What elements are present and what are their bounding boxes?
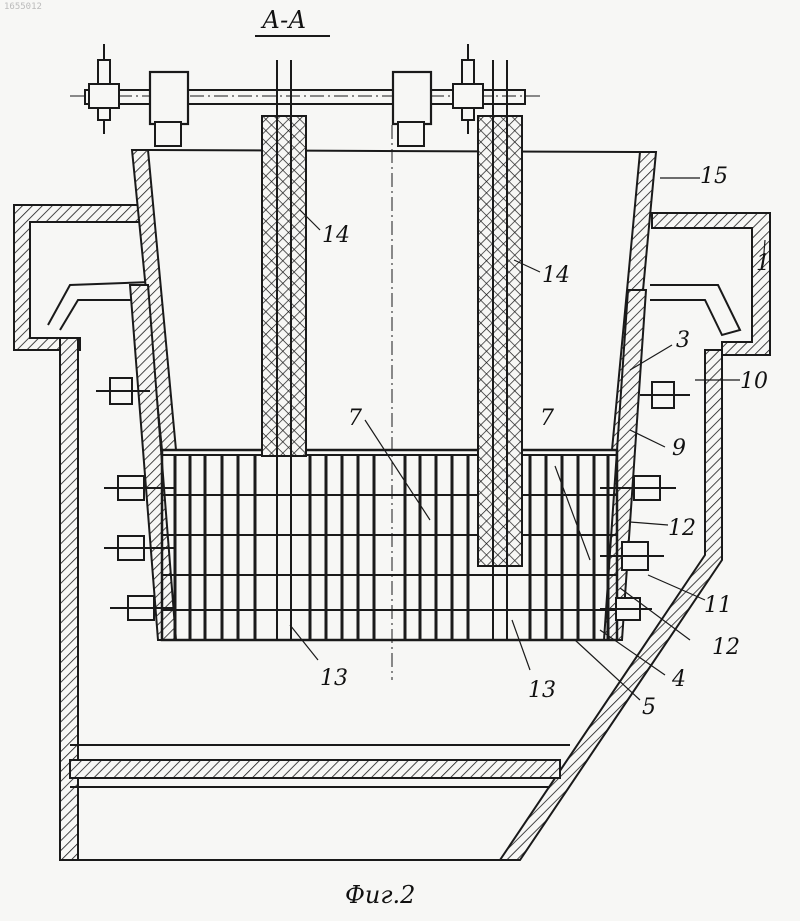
side-wall-3 <box>604 290 646 640</box>
corner-mark: 1655012 <box>4 2 42 12</box>
label-14-right: 14 <box>542 263 570 288</box>
label-9: 9 <box>672 436 686 461</box>
label-7-left: 7 <box>348 406 362 431</box>
label-4: 4 <box>671 667 686 692</box>
label-12-top: 12 <box>668 516 696 541</box>
label-13-right: 13 <box>528 678 556 703</box>
figure-caption: Фиг.2 <box>345 881 415 909</box>
rod-14-right <box>478 60 522 640</box>
left-side-wall <box>130 285 176 640</box>
label-7-right: 7 <box>540 406 554 431</box>
label-5: 5 <box>642 695 656 720</box>
label-14-left: 14 <box>322 223 350 248</box>
label-15: 15 <box>700 164 728 189</box>
label-3: 3 <box>676 328 690 353</box>
right-bracket <box>650 285 740 335</box>
leader-lines <box>290 178 765 700</box>
grate-block <box>162 450 617 640</box>
label-13-left: 13 <box>320 666 348 691</box>
rod-14-left <box>262 60 306 640</box>
section-title: А-А <box>260 6 306 34</box>
label-1: 1 <box>756 251 770 276</box>
label-10: 10 <box>740 369 768 394</box>
hopper-15 <box>132 150 656 450</box>
label-11: 11 <box>704 593 732 618</box>
label-12-bottom: 12 <box>712 635 740 660</box>
